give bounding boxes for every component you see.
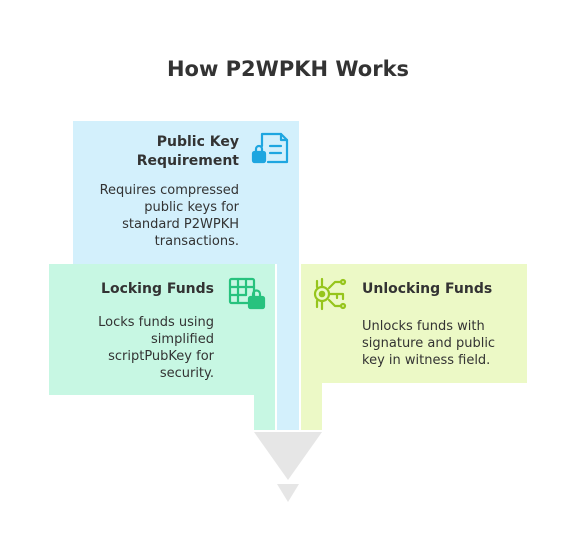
public-key-title-line1: Public Key [156, 134, 239, 150]
locking-body-line: simplified [151, 332, 214, 347]
public-key-title: Public Key Requirement [100, 133, 239, 171]
unlocking-card [301, 264, 527, 430]
grid-lock-icon [228, 277, 266, 310]
digital-key-icon [313, 277, 347, 311]
locking-body-line: scriptPubKey for [108, 349, 214, 364]
funnel-bottom [277, 484, 299, 502]
locking-description: Locks funds using simplified scriptPubKe… [60, 314, 214, 382]
unlocking-description: Unlocks funds with signature and public … [362, 318, 522, 369]
funnel-top [254, 432, 322, 480]
public-key-card [73, 121, 299, 430]
locking-card [49, 264, 275, 430]
lock-document-icon [251, 132, 289, 164]
locking-title: Locking Funds [101, 281, 214, 297]
public-key-body-line: public keys for [144, 200, 239, 215]
public-key-title-line2: Requirement [136, 153, 239, 169]
public-key-body-line: standard P2WPKH [122, 217, 239, 232]
public-key-body-line: Requires compressed [99, 183, 239, 198]
diagram-title: How P2WPKH Works [166, 57, 410, 81]
public-key-description: Requires compressed public keys for stan… [80, 182, 239, 250]
locking-body-line: Locks funds using [98, 315, 214, 330]
unlocking-body-line: Unlocks funds with [362, 319, 485, 334]
locking-body-line: security. [159, 366, 214, 381]
unlocking-body-line: signature and public [362, 336, 496, 351]
unlocking-title: Unlocking Funds [362, 281, 493, 297]
unlocking-body-line: key in witness field. [362, 353, 491, 368]
public-key-body-line: transactions. [154, 234, 239, 249]
